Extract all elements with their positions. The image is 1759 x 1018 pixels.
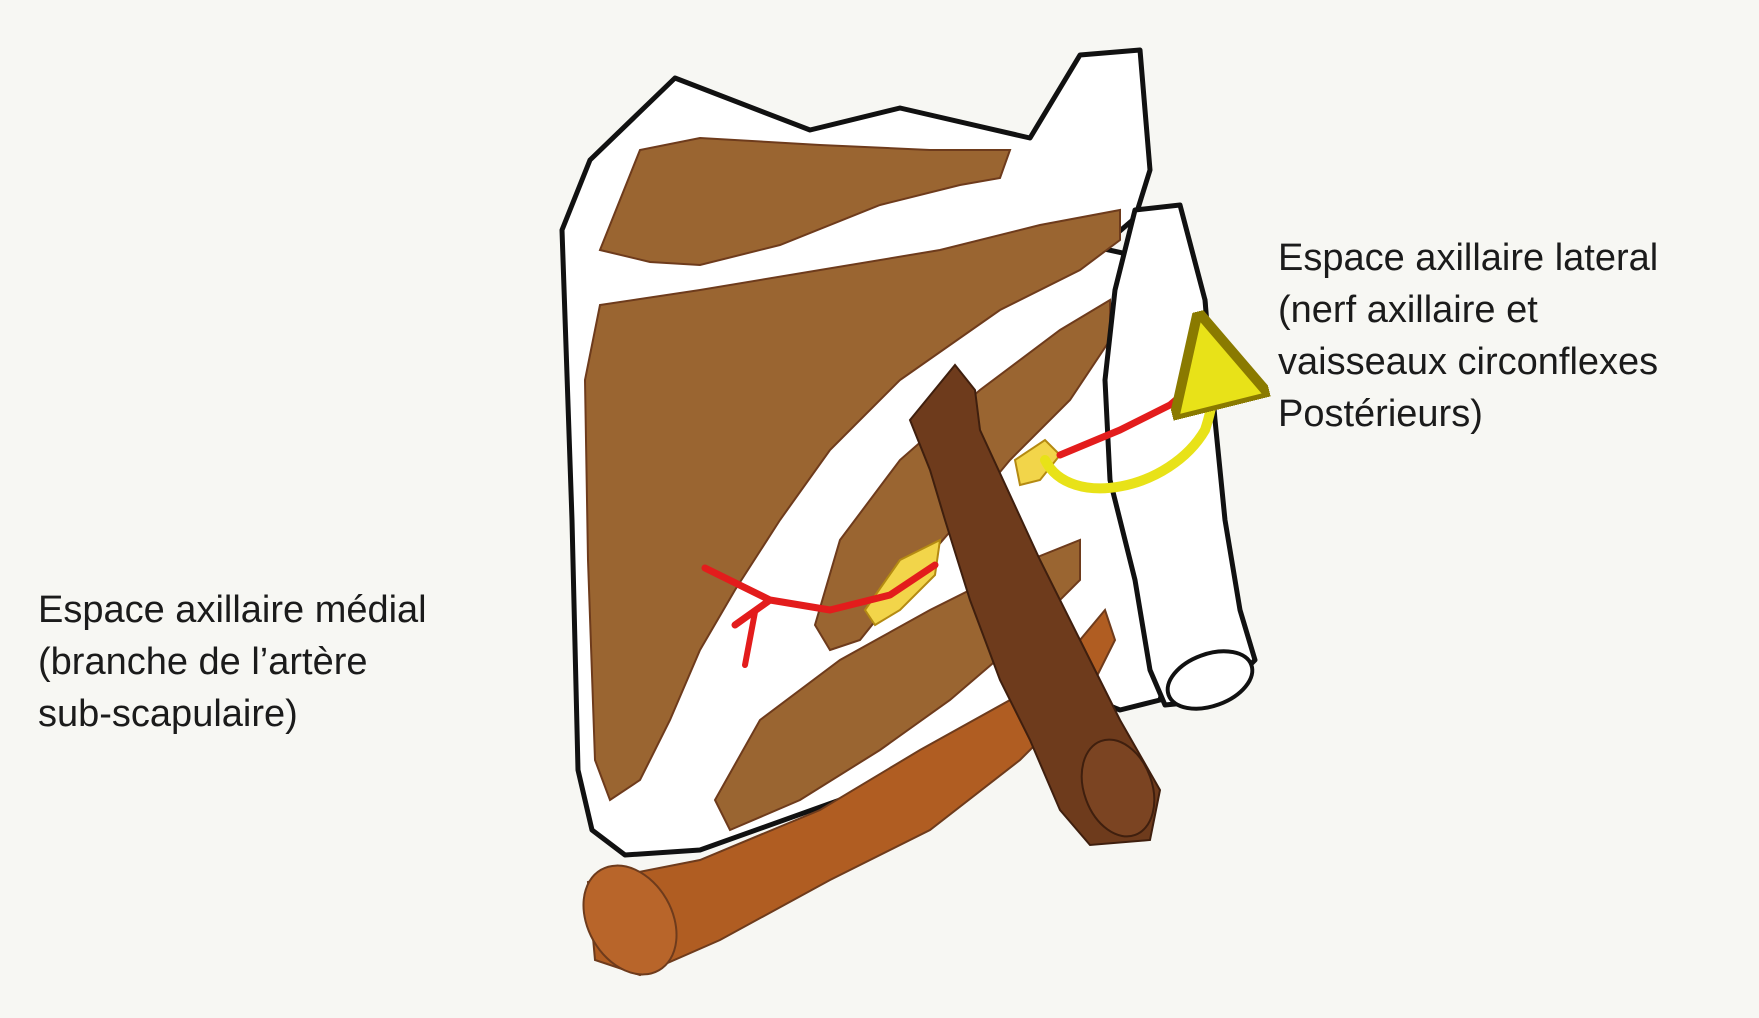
lateral-label-line-1: Espace axillaire lateral <box>1278 237 1659 279</box>
triceps-cut-end <box>1080 738 1156 838</box>
lateral-space-arrow <box>1040 360 1213 494</box>
lateral-label-line-2: (nerf axillaire et <box>1278 289 1538 331</box>
infraspinatus-muscle <box>583 208 1121 802</box>
medial-label-line-3: sub-scapulaire) <box>38 693 298 735</box>
subscapular-artery-branch <box>701 561 939 629</box>
latissimus-muscle <box>586 607 1117 977</box>
lateral-axillary-space-label: Espace axillaire lateral (nerf axillaire… <box>1278 232 1658 440</box>
latissimus-cut-end <box>582 864 678 976</box>
medial-axillary-space-label: Espace axillaire médial (branche de l’ar… <box>38 584 427 740</box>
humerus-cut-end <box>1165 649 1255 711</box>
lateral-label-line-4: Postérieurs) <box>1278 393 1483 435</box>
supraspinatus-muscle <box>598 136 1012 267</box>
medial-label-line-2: (branche de l’artère <box>38 641 368 683</box>
triceps-long-head <box>908 363 1162 847</box>
lateral-label-line-3: vaisseaux circonflexes <box>1278 341 1659 383</box>
subscapular-artery-lower <box>742 609 758 668</box>
medial-label-line-1: Espace axillaire médial <box>38 589 427 631</box>
